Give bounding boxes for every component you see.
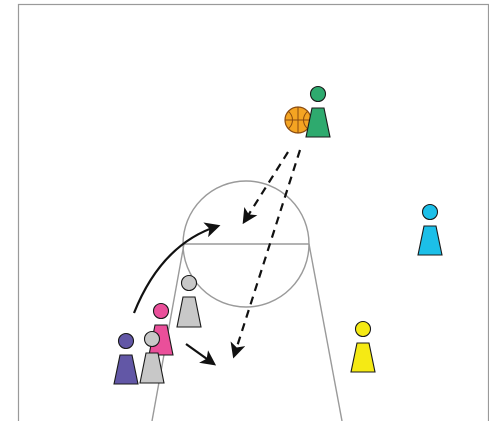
player-blue xyxy=(417,203,443,256)
basketball-icon xyxy=(284,106,312,134)
player-purple xyxy=(113,332,139,385)
pass-arrow-short xyxy=(242,151,289,225)
player-green-with-ball xyxy=(305,85,331,138)
player-pink xyxy=(148,302,174,356)
court-border xyxy=(17,3,489,421)
player-yellow xyxy=(350,320,376,373)
player-gray-2 xyxy=(139,330,165,384)
player-gray-1 xyxy=(176,274,202,328)
cut-arrow-curved xyxy=(132,222,221,314)
cut-arrow-short xyxy=(185,343,217,366)
key-lane-right xyxy=(308,243,343,421)
